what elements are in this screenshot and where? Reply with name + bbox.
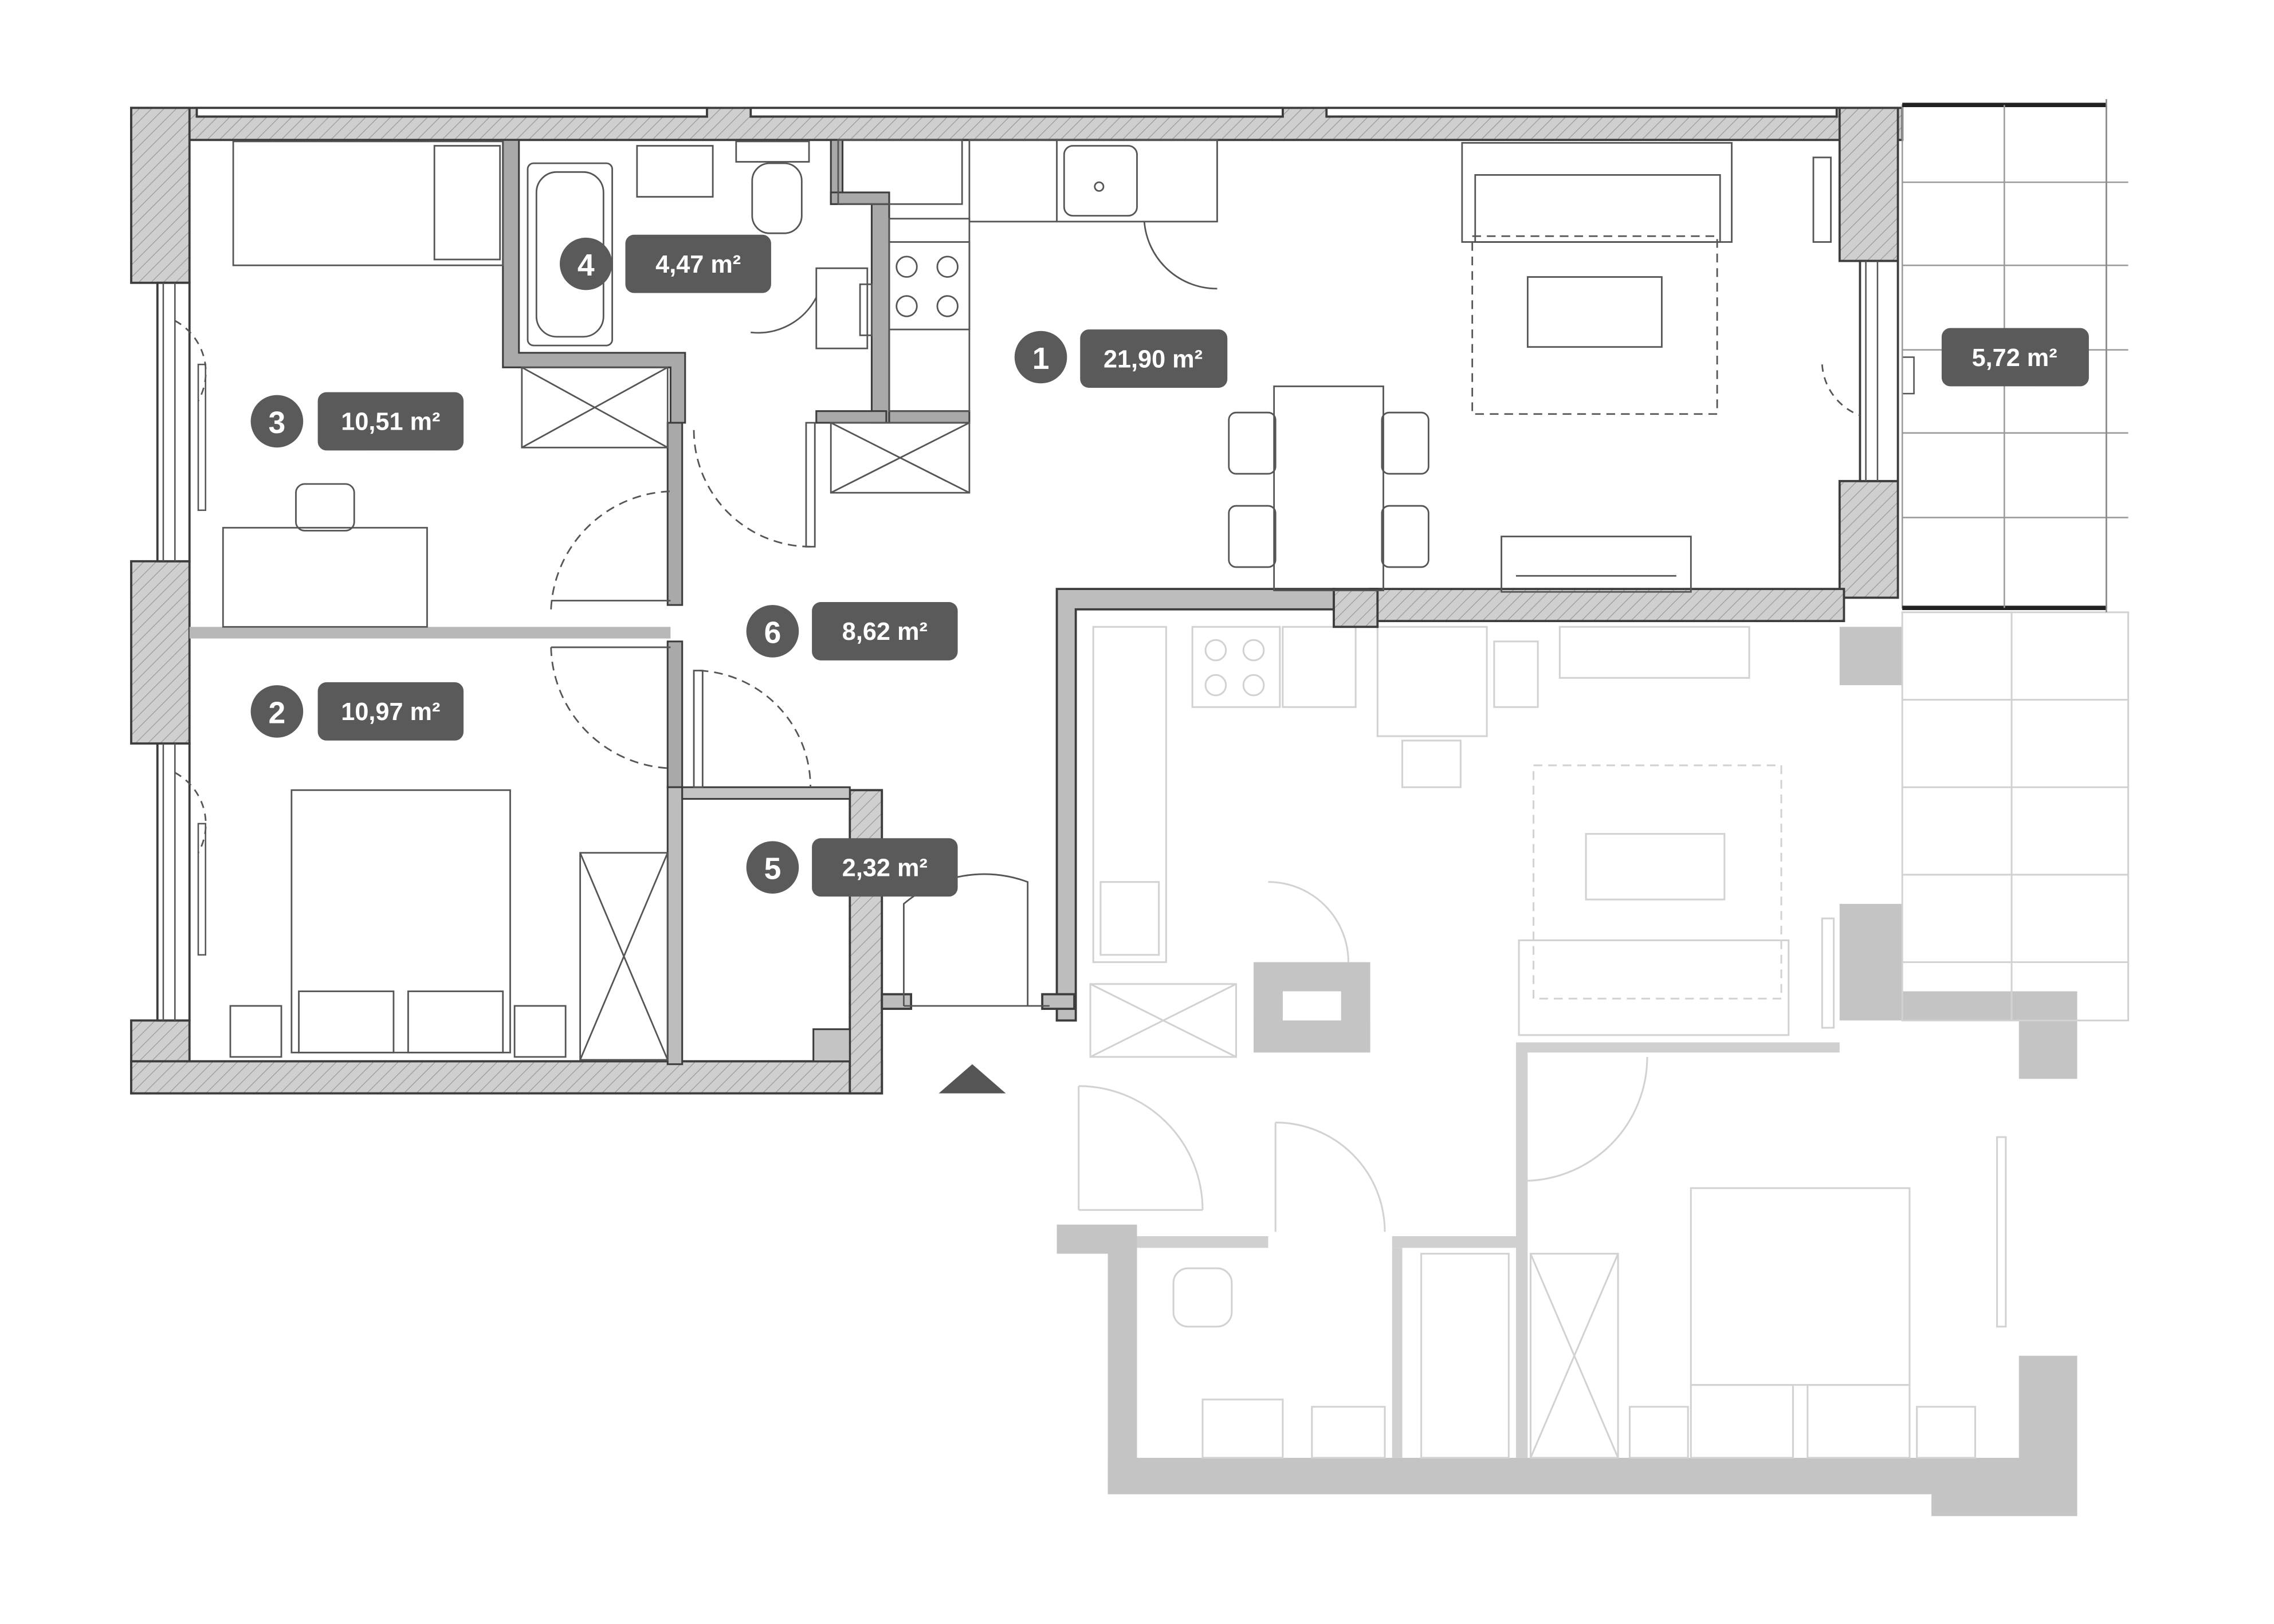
neighbouring-unit	[1057, 611, 2130, 1516]
room-area: 8,62 m²	[842, 618, 928, 646]
room-label-2: 2 10,97 m²	[250, 682, 464, 741]
entrance-arrow-icon	[938, 1064, 1006, 1094]
room-area: 21,90 m²	[1103, 345, 1203, 373]
interior-walls	[189, 139, 971, 1065]
room-label-4: 4 4,47 m²	[559, 234, 771, 293]
room-number: 1	[1032, 342, 1050, 376]
room-number: 6	[764, 616, 781, 650]
windows	[162, 261, 1915, 1021]
room-label-6: 6 8,62 m²	[746, 602, 958, 660]
room-area: 10,51 m²	[341, 408, 440, 436]
room-number: 3	[269, 406, 286, 440]
room-area: 10,97 m²	[341, 698, 440, 726]
balcony-label: 5,72 m²	[1941, 328, 2089, 387]
room-number: 4	[578, 249, 595, 282]
room-label-1: 1 21,90 m²	[1014, 329, 1228, 388]
balcony-area: 5,72 m²	[1972, 344, 2057, 372]
room-label-3: 3 10,51 m²	[250, 392, 464, 451]
room-area: 4,47 m²	[655, 251, 741, 278]
furniture	[174, 139, 1860, 1061]
room-area: 2,32 m²	[842, 854, 928, 882]
room-number: 2	[269, 696, 286, 730]
room-number: 5	[764, 852, 781, 886]
room-label-5: 5 2,32 m²	[746, 838, 958, 897]
exterior-walls	[130, 107, 1904, 1095]
